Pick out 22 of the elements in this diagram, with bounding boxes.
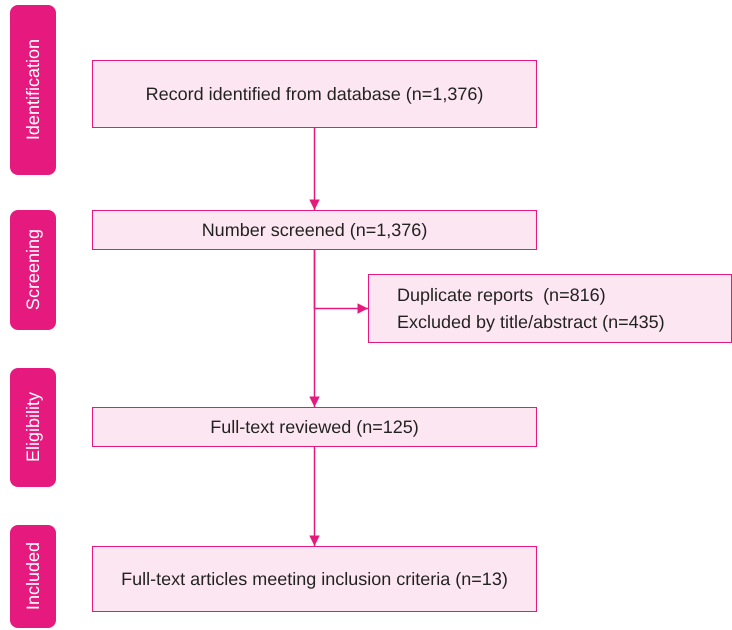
arrow [309, 250, 320, 407]
stage-label: Screening [22, 229, 44, 311]
box-text: Number screened (n=1,376) [202, 218, 428, 242]
arrow [309, 447, 320, 546]
stage-label: Eligibility [22, 392, 44, 463]
box-text: Excluded by title/abstract (n=435) [397, 310, 665, 334]
box-text: Duplicate reports (n=816) [397, 284, 606, 307]
process-box [92, 210, 537, 250]
stage-label: Included [22, 542, 44, 611]
box-text: Full-text articles meeting inclusion criteria (n=13) [121, 568, 508, 591]
arrow [309, 128, 320, 210]
process-box [92, 60, 537, 128]
stage-tab [10, 368, 56, 487]
stage-tab [10, 210, 56, 330]
stage-tab [10, 525, 56, 628]
stage-label: Identification [22, 39, 44, 141]
box-text: Full-text reviewed (n=125) [210, 416, 419, 439]
process-box [92, 407, 537, 447]
stage-tab [10, 5, 56, 175]
box-text: Record identified from database (n=1,376) [146, 82, 484, 106]
process-box [92, 546, 537, 612]
process-box [368, 274, 732, 343]
